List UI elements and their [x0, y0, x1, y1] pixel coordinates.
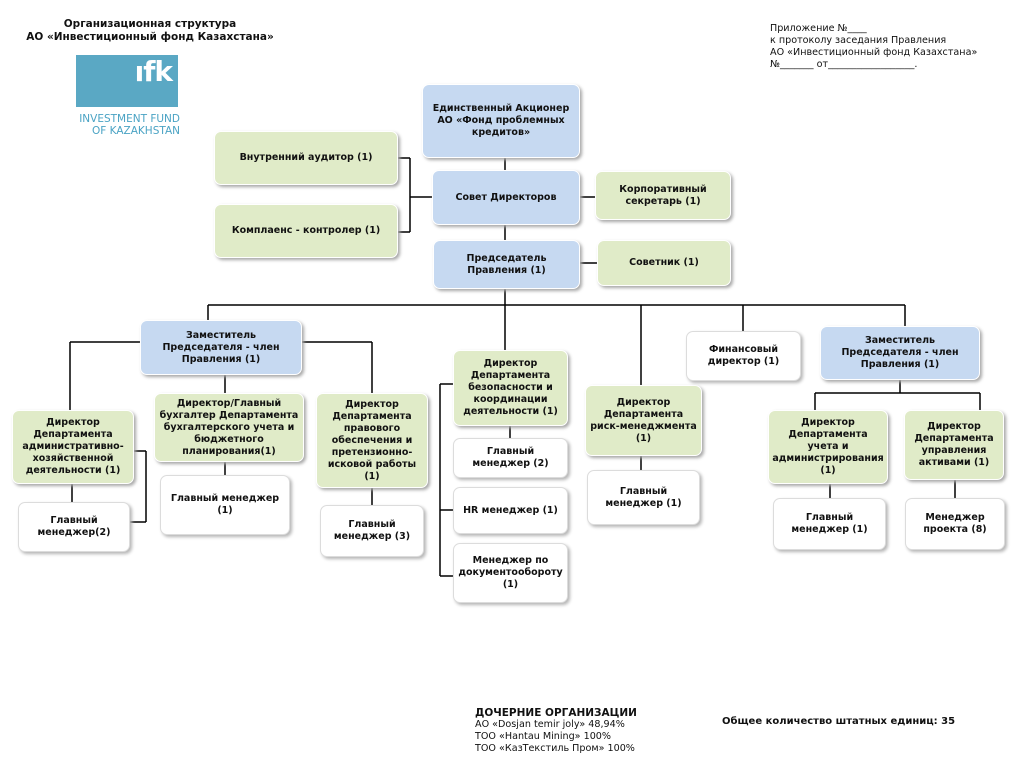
node-chief-accountant: Директор/Главный бухгалтер Департамента … — [154, 393, 304, 462]
node-manager-accounting-admin: Главный менеджер (1) — [773, 498, 886, 550]
appendix-line3: АО «Инвестиционный фонд Казахстана» — [770, 47, 978, 58]
node-board-of-directors: Совет Директоров — [432, 170, 580, 225]
subsidiary-item: АО «Dosjan temir joly» 48,94% — [475, 719, 625, 730]
total-staff: Общее количество штатных единиц: 35 — [722, 716, 956, 727]
node-manager-accounting: Главный менеджер (1) — [160, 475, 290, 535]
node-security-director: Директор Департамента безопасности и коо… — [453, 350, 568, 426]
node-legal-director: Директор Департамента правового обеспече… — [316, 393, 428, 488]
node-manager-admin: Главный менеджер(2) — [18, 502, 130, 552]
node-deputy-chairman-right: Заместитель Председателя - член Правлени… — [820, 326, 980, 380]
node-chairman: Председатель Правления (1) — [433, 240, 580, 289]
logo-caption-line1: INVESTMENT FUND — [79, 113, 180, 125]
ifk-logo: ıfk — [76, 55, 178, 107]
node-asset-director: Директор Департамента управления активам… — [904, 410, 1004, 480]
logo-caption: INVESTMENT FUND OF KAZAKHSTAN — [60, 113, 180, 137]
node-accounting-director: Директор Департамента учета и администри… — [768, 410, 888, 484]
org-title-line1: Организационная структура — [63, 18, 237, 30]
org-title: Организационная структура АО «Инвестицио… — [0, 18, 300, 44]
subsidiary-item: ТОО «КазТекстиль Пром» 100% — [475, 743, 635, 754]
appendix-line1: Приложение №____ — [770, 23, 867, 34]
node-manager-legal: Главный менеджер (3) — [320, 505, 424, 557]
subsidiaries-list: ДОЧЕРНИЕ ОРГАНИЗАЦИИ АО «Dosjan temir jo… — [475, 707, 637, 755]
subsidiary-item: ТОО «Hantau Mining» 100% — [475, 731, 612, 742]
node-project-manager: Менеджер проекта (8) — [905, 498, 1005, 550]
node-admin-director: Директор Департамента административно-хо… — [12, 410, 134, 484]
node-document-manager: Менеджер по документообороту (1) — [453, 543, 568, 603]
node-compliance-controller: Комплаенс - контролер (1) — [214, 204, 398, 258]
node-sole-shareholder: Единственный Акционер АО «Фонд проблемны… — [422, 84, 580, 158]
node-deputy-chairman-left: Заместитель Председателя - член Правлени… — [140, 320, 302, 375]
node-risk-director: Директор Департамента риск-менеджмента (… — [585, 385, 702, 456]
appendix-line2: к протоколу заседания Правления — [770, 35, 947, 46]
node-manager-risk: Главный менеджер (1) — [587, 470, 700, 525]
node-corporate-secretary: Корпоративный секретарь (1) — [595, 171, 731, 220]
org-title-line2: АО «Инвестиционный фонд Казахстана» — [26, 31, 274, 43]
appendix-note: Приложение №____ к протоколу заседания П… — [770, 23, 977, 71]
node-internal-auditor: Внутренний аудитор (1) — [214, 131, 398, 185]
node-advisor: Советник (1) — [597, 240, 731, 286]
appendix-line4: №_______ от__________________. — [770, 59, 918, 70]
ifk-logo-mark: ıfk — [134, 55, 173, 88]
node-hr-manager: HR менеджер (1) — [453, 487, 568, 534]
node-finance-director: Финансовый директор (1) — [686, 331, 801, 381]
logo-caption-line2: OF KAZAKHSTAN — [92, 125, 180, 137]
subsidiaries-title: ДОЧЕРНИЕ ОРГАНИЗАЦИИ — [475, 707, 637, 719]
node-manager-security: Главный менеджер (2) — [453, 438, 568, 478]
